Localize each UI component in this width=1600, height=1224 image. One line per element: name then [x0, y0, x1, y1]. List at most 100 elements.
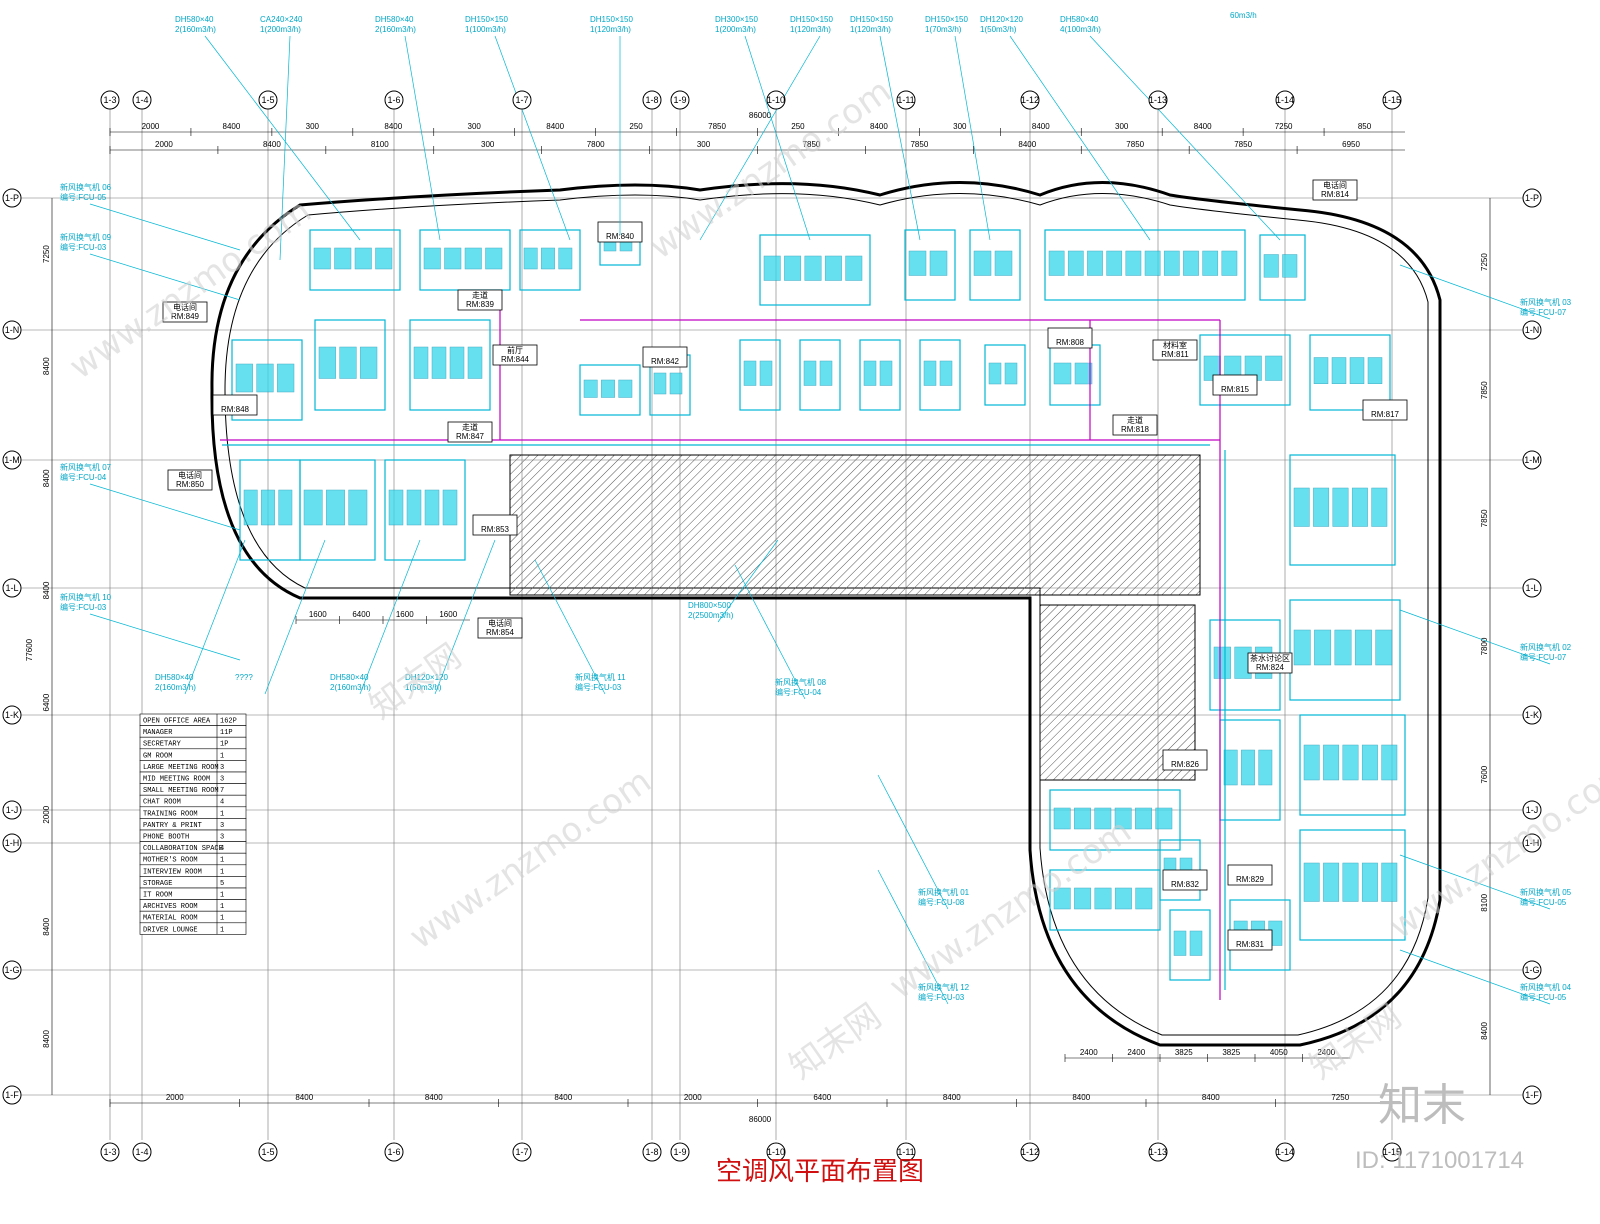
diffuser [442, 489, 458, 526]
grid-bubble: 1-13 [1148, 90, 1168, 110]
grid-bubble: 1-5 [258, 1142, 278, 1162]
top-duct-tag-flow: 2(160m3/h) [375, 25, 416, 34]
dim-bottom-value: 8400 [1072, 1093, 1090, 1102]
top-duct-tag-size: DH150×150 [850, 15, 893, 24]
left-fcu-tag-size: 新风换气机 07 [60, 462, 112, 472]
bottom-duct-tag-leader [359, 539, 421, 695]
dim-bottom-value: 2000 [166, 1093, 184, 1102]
bubble-circle [2, 320, 22, 340]
dim-bottom-value: 8400 [943, 1093, 961, 1102]
right-fcu-tag-flow: 编号:FCU-05 [1520, 897, 1567, 907]
diffuser [1361, 862, 1378, 902]
diffuser [759, 360, 773, 386]
bubble-circle [1382, 1142, 1402, 1162]
diffuser [1282, 254, 1298, 278]
schedule-name: PHONE BOOTH [143, 834, 189, 842]
dim-right-value: 7850 [1480, 381, 1489, 399]
room-labels: 电话间RM:849电话间RM:850走道RM:839走道RM:847前厅RM:8… [162, 179, 1408, 951]
dim-top-second-value: 6950 [1342, 140, 1360, 149]
diffuser [908, 250, 927, 276]
right-fcu-tag-flow: 编号:FCU-07 [1520, 307, 1567, 317]
grid-bubble: 1-12 [1020, 90, 1040, 110]
center-fcu-tag-flow: 编号:FCU-04 [775, 687, 822, 697]
diffuser [601, 379, 615, 398]
schedule-qty: 3 [220, 776, 224, 784]
right-fcu-tag-size: 新风换气机 02 [1520, 642, 1572, 652]
dim-top-second-value: 8400 [263, 140, 281, 149]
bubble-label: 1-H [5, 838, 20, 848]
equipment-block [299, 459, 376, 561]
diffuser [1349, 357, 1365, 384]
bubble-label: 1-H [1525, 838, 1540, 848]
dim-top-value: 300 [953, 122, 967, 131]
diffuser [1223, 749, 1238, 786]
equipment-block [859, 339, 901, 411]
dim-top-second-value: 2000 [155, 140, 173, 149]
diffuser [1048, 250, 1065, 276]
grid-bubble: 1-M [2, 450, 22, 470]
dim-top-value: 8400 [223, 122, 241, 131]
bubble-circle [1382, 90, 1402, 110]
diffuser [413, 346, 429, 379]
grid-bubble: 1-3 [100, 1142, 120, 1162]
schedule-qty: 1 [220, 926, 224, 934]
diffuser [444, 247, 462, 270]
bubble-circle [2, 188, 22, 208]
bubble-label: 1-F [1525, 1090, 1539, 1100]
diffuser [1087, 250, 1103, 276]
bubble-circle [100, 1142, 120, 1162]
bubble-label: 1-K [5, 710, 19, 720]
room-label-group: RM:808 [1047, 327, 1093, 349]
diffuser [845, 255, 863, 281]
room-number: RM:842 [651, 357, 680, 366]
dim-inner-right-value: 2400 [1317, 1048, 1335, 1057]
room-number: RM:847 [456, 432, 485, 441]
diffuser [423, 247, 441, 270]
side-dimension: 77600 [25, 638, 34, 661]
room-label-box [1047, 327, 1093, 349]
grid-bubble: 1-4 [132, 1142, 152, 1162]
diffuser [1114, 807, 1132, 830]
top-duct-tag-leader [744, 35, 811, 241]
room-name: 前厅 [507, 345, 523, 355]
dim-right-value: 8100 [1480, 893, 1489, 911]
diffuser [303, 489, 323, 526]
diffuser [1155, 807, 1173, 830]
room-number: RM:850 [176, 480, 205, 489]
bubble-label: 1-P [1525, 193, 1539, 203]
bubble-label: 1-7 [515, 95, 528, 105]
bubble-label: 1-J [1526, 805, 1539, 815]
diffuser [313, 247, 331, 270]
bubble-circle [1148, 90, 1168, 110]
room-label-box [1227, 864, 1273, 886]
watermark-site: www.znzmo.com [1382, 751, 1600, 947]
dim-bottom-value: 2000 [684, 1093, 702, 1102]
schedule-row [139, 922, 247, 935]
diffuser [334, 247, 352, 270]
diffuser [1381, 862, 1398, 902]
dim-top-second-value: 300 [481, 140, 495, 149]
top-duct-tag-leader [204, 35, 361, 241]
schedule-qty: 1 [220, 868, 224, 876]
dim-left-value: 8400 [42, 469, 51, 487]
dim-bottom-value: 8400 [554, 1093, 572, 1102]
grid-bubble: 1-11 [896, 90, 916, 110]
right-fcu-tag-leader [1399, 609, 1551, 665]
bubble-label: 1-15 [1383, 95, 1401, 105]
room-number: RM:831 [1236, 940, 1265, 949]
schedule-name: ARCHIVES ROOM [143, 903, 198, 911]
top-duct-tag-leader [1009, 35, 1151, 241]
bubble-label: 1-4 [135, 1147, 148, 1157]
overall-dimension: 86000 [749, 111, 772, 120]
schedule-name: TRAINING ROOM [143, 810, 198, 818]
diffuser [467, 346, 483, 379]
room-label-box [1227, 929, 1273, 951]
room-number: RM:826 [1171, 760, 1200, 769]
bottom-duct-tag-size: DH580×40 [330, 673, 369, 682]
room-number: RM:849 [171, 312, 200, 321]
diffuser [424, 489, 440, 526]
schedule-name: IT ROOM [143, 892, 172, 900]
room-label-box [472, 514, 518, 536]
top-duct-tag-size: DH580×40 [175, 15, 214, 24]
